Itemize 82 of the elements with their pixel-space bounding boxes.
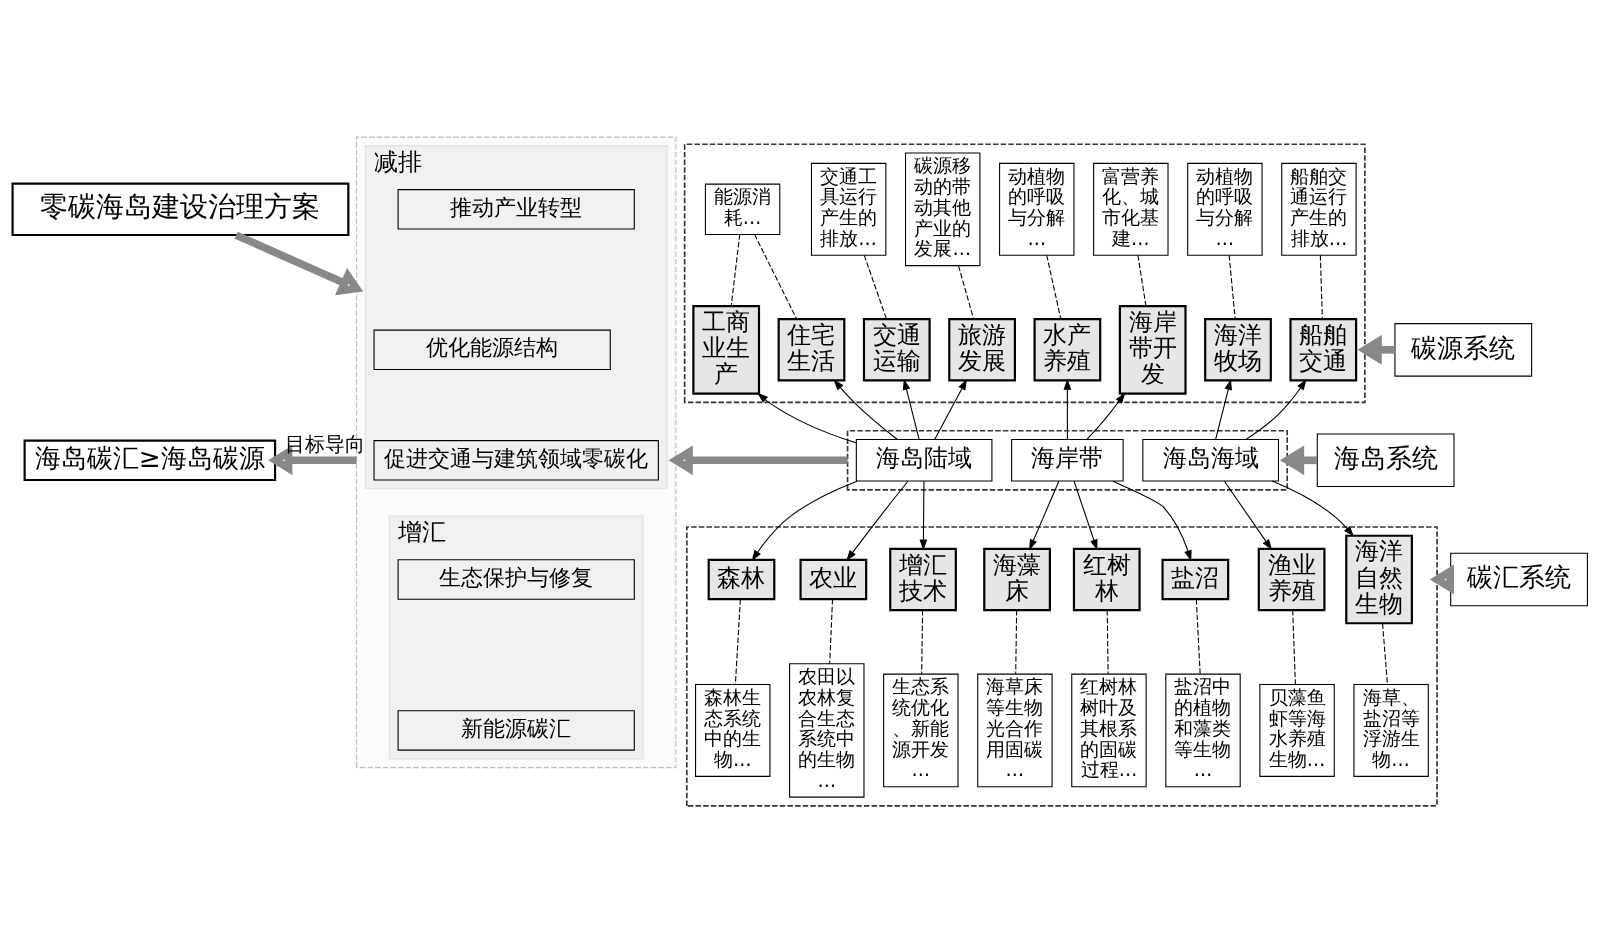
arrow bbox=[751, 480, 858, 561]
node-box: 海岛陆域 bbox=[855, 438, 993, 482]
node-box: 碳源系统 bbox=[1394, 322, 1533, 377]
connector bbox=[1228, 254, 1236, 319]
arrow bbox=[1063, 378, 1072, 440]
arrow bbox=[1073, 480, 1098, 550]
arrow bbox=[902, 378, 920, 440]
connector bbox=[1292, 609, 1296, 685]
node-box: 交通运输 bbox=[862, 317, 931, 382]
arrow bbox=[1223, 480, 1273, 550]
node-box: 动植物的呼吸与分解… bbox=[1187, 162, 1263, 256]
arrow bbox=[1279, 444, 1318, 475]
node-box: 海岸带开发 bbox=[1118, 304, 1187, 395]
node-box: 水产养殖 bbox=[1033, 317, 1102, 382]
node-box: 碳源移动的带动其他产业的发展… bbox=[905, 151, 981, 266]
node-box: 海岸带 bbox=[1011, 438, 1124, 482]
node-box: 渔业养殖 bbox=[1257, 547, 1326, 611]
node-box: 海岛系统 bbox=[1316, 433, 1455, 487]
connector bbox=[957, 264, 975, 320]
node-box: 森林 bbox=[707, 558, 776, 600]
arrow bbox=[1271, 480, 1354, 537]
node-box: 红树林 bbox=[1072, 547, 1141, 611]
node-box: 红树林树叶及其根系的固碳过程… bbox=[1071, 673, 1147, 787]
arrow bbox=[1245, 378, 1307, 440]
node-box: 旅游发展 bbox=[948, 317, 1016, 382]
node-box: 能源消耗… bbox=[704, 183, 781, 235]
connector bbox=[829, 598, 834, 664]
node-box: 住宅生活 bbox=[777, 317, 846, 382]
arrow bbox=[919, 480, 928, 550]
node-box: 促进交通与建筑领域零碳化 bbox=[373, 439, 659, 481]
connector bbox=[730, 233, 741, 306]
node-box: 海岛碳汇≥海岛碳源 bbox=[23, 439, 277, 481]
node-box: 零碳海岛建设治理方案 bbox=[11, 182, 350, 236]
arrow bbox=[1357, 334, 1395, 365]
connector bbox=[734, 598, 741, 685]
arrow bbox=[833, 378, 898, 440]
connector bbox=[1106, 609, 1109, 675]
arrow bbox=[268, 444, 357, 475]
cluster bbox=[846, 429, 1289, 491]
connector bbox=[1382, 622, 1388, 685]
arrow bbox=[846, 480, 909, 561]
node-box: 贝藻鱼虾等海水养殖生物… bbox=[1259, 683, 1335, 777]
node-box: 海洋自然生物 bbox=[1345, 534, 1413, 624]
node-box: 增汇技术 bbox=[889, 547, 957, 611]
node-box: 生态保护与修复 bbox=[397, 558, 635, 600]
arrow bbox=[1215, 378, 1232, 440]
connector bbox=[1195, 598, 1201, 674]
node-box: 农业 bbox=[799, 558, 868, 600]
arrow bbox=[1112, 480, 1192, 561]
node-box: 动植物的呼吸与分解… bbox=[999, 162, 1075, 256]
node-box: 生态系统优化、新能源开发… bbox=[883, 673, 959, 787]
arrow bbox=[1086, 392, 1126, 440]
node-box: 富营养化、城市化基建… bbox=[1093, 162, 1169, 256]
connector bbox=[1137, 254, 1147, 306]
node-box: 海草床等生物光合作用固碳… bbox=[977, 673, 1053, 787]
arrow bbox=[1029, 480, 1060, 550]
node-box: 盐沼中的植物和藻类等生物… bbox=[1165, 673, 1241, 787]
node-box: 新能源碳汇 bbox=[397, 709, 635, 751]
node-box: 海藻床 bbox=[983, 547, 1051, 611]
edge-label: 目标导向 bbox=[284, 432, 365, 456]
node-box: 海岛海域 bbox=[1142, 438, 1279, 482]
connector bbox=[1319, 254, 1323, 319]
connector bbox=[1046, 254, 1062, 319]
node-box: 海草、盐沼等浮游生物… bbox=[1353, 683, 1429, 777]
connector bbox=[754, 233, 798, 320]
node-box: 工商业生产 bbox=[692, 304, 761, 395]
connector bbox=[921, 609, 924, 675]
arrow bbox=[234, 231, 364, 295]
arrow bbox=[934, 378, 968, 440]
node-box: 海洋牧场 bbox=[1204, 317, 1272, 382]
node-box: 优化能源结构 bbox=[373, 329, 611, 370]
connector bbox=[1015, 609, 1018, 675]
node-box: 盐沼 bbox=[1161, 558, 1230, 600]
node-box: 推动产业转型 bbox=[397, 188, 635, 230]
arrow bbox=[668, 444, 848, 475]
node-box: 森林生态系统中的生物… bbox=[695, 683, 771, 777]
node-box: 船舶交通运行产生的排放… bbox=[1281, 162, 1357, 256]
node-box: 船舶交通 bbox=[1289, 317, 1358, 382]
arrow bbox=[757, 392, 857, 443]
connector bbox=[863, 254, 887, 319]
node-box: 交通工具运行产生的排放… bbox=[810, 162, 887, 256]
node-box: 农田以农林复合生态系统中的生物… bbox=[789, 662, 865, 798]
